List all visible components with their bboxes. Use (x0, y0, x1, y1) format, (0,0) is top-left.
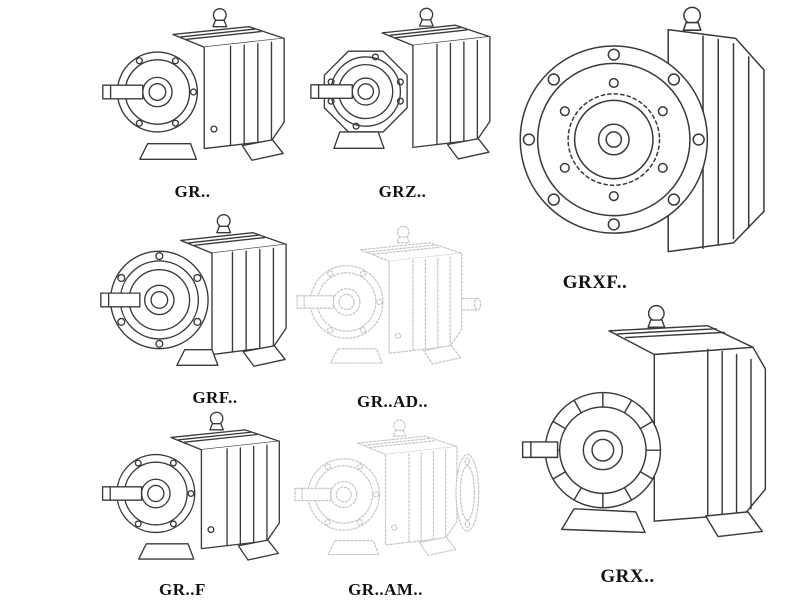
figure-grz-label: GRZ.. (378, 182, 427, 201)
gear-reducer-foot-mounted-drawing (101, 411, 280, 561)
gear-reducer-foot-mounted-drawing (102, 7, 285, 161)
gear-reducer-octagon-front-drawing (310, 7, 491, 160)
figure-grxf-label: GRXF.. (562, 272, 628, 293)
figure-grxf (505, 2, 777, 264)
figure-grx (500, 300, 788, 552)
gear-reducer-large-foot-mounted-drawing (521, 304, 767, 538)
figure-gr-f-label: GR..F (159, 580, 206, 599)
figure-gr-am-label: GR..AM.. (348, 580, 423, 599)
figure-gr-ad (290, 214, 490, 390)
gear-reducer-foot-flange-drawing (100, 213, 287, 367)
figure-gr-label: GR.. (174, 182, 211, 201)
figure-gr (95, 4, 290, 180)
figure-gr-ad-label: GR..AD.. (356, 392, 429, 411)
figure-grf (95, 210, 290, 386)
gear-reducer-flange-mounted-drawing (519, 6, 765, 253)
gear-reducer-input-adapter-ghost-drawing (296, 225, 482, 365)
figure-gr-am (288, 412, 490, 577)
gear-reducer-motor-flange-ghost-drawing (294, 419, 480, 557)
figure-grz (300, 4, 495, 182)
figure-gr-f (95, 408, 285, 579)
figure-grx-label: GRX.. (600, 566, 655, 587)
figure-grf-label: GRF.. (192, 388, 238, 407)
